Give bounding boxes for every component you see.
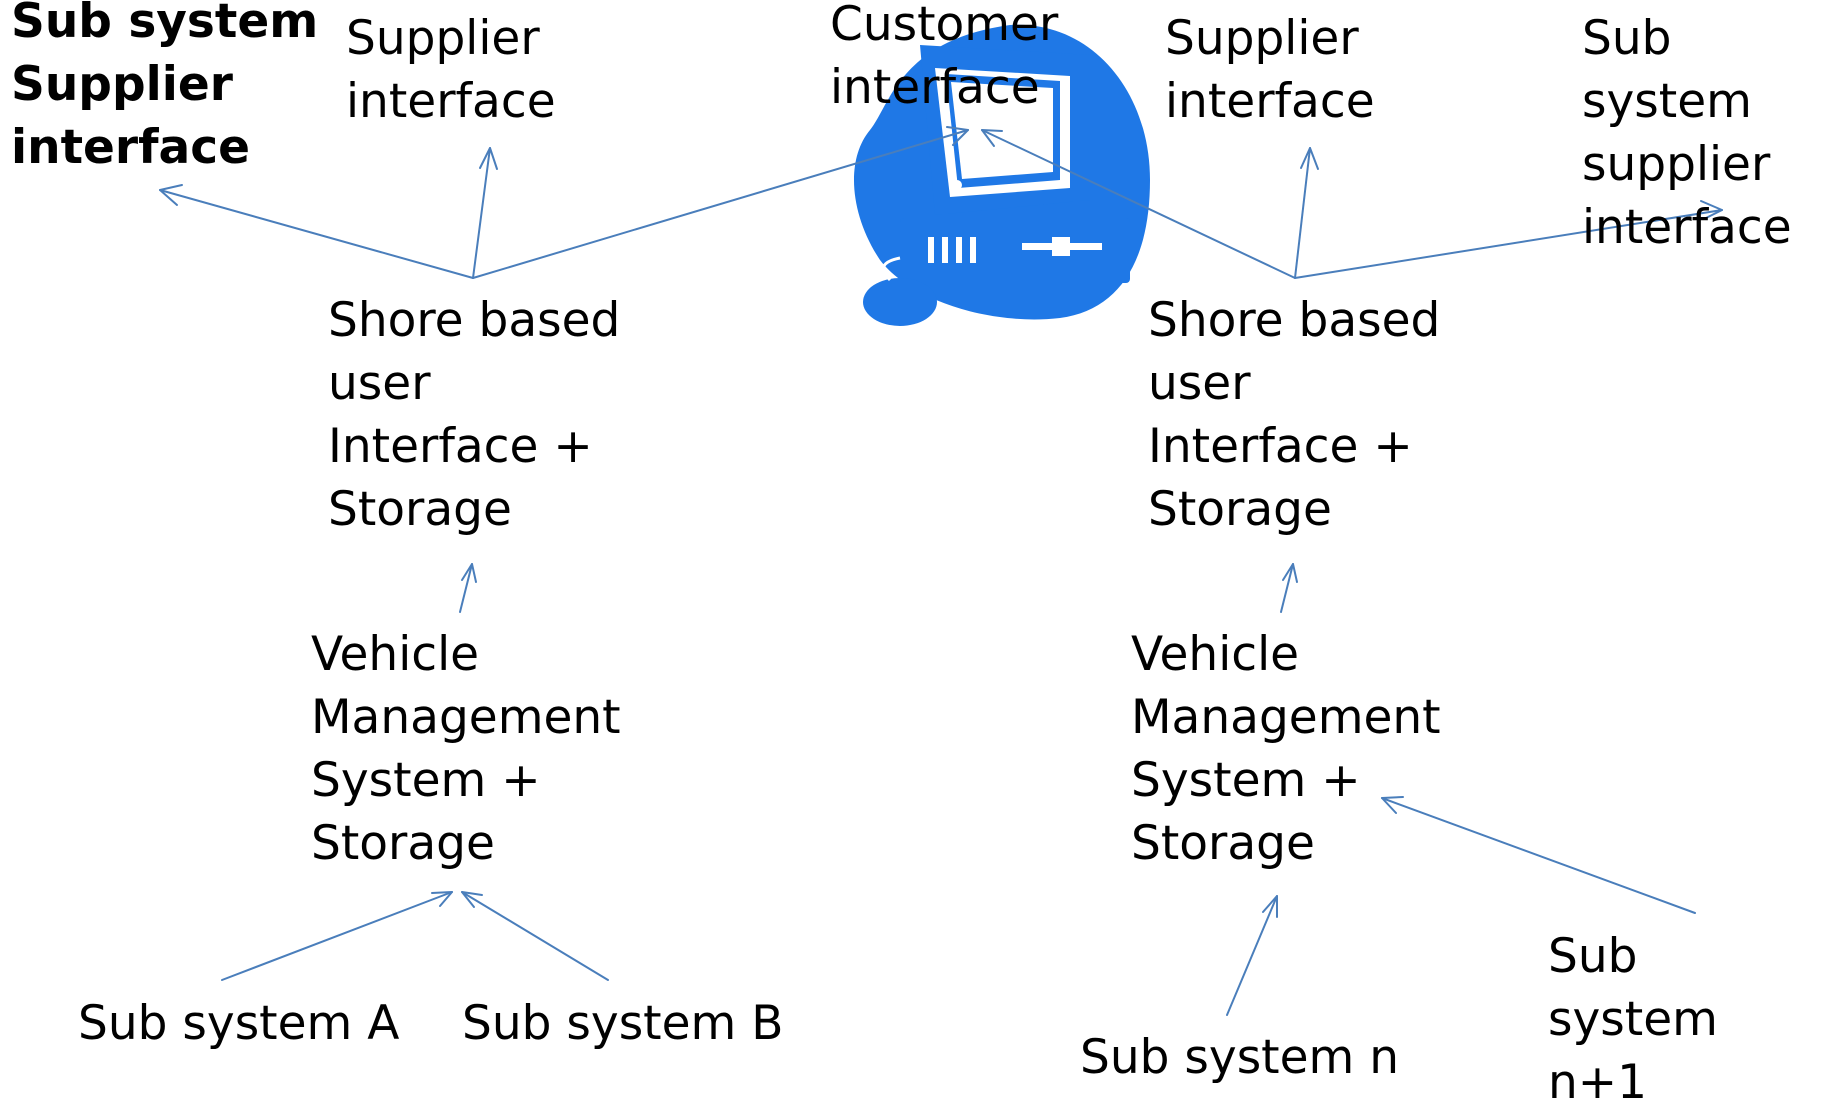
arrow-to-subsystem-supplier-right: [1294, 209, 1723, 279]
arrow-to-supplier-left: [472, 147, 491, 279]
subsystem-a-label: Sub system A: [78, 996, 400, 1051]
arrow-vms-to-shore-right: [1280, 563, 1294, 613]
vehicle-management-system-left: Vehicle Management System + Storage: [311, 627, 621, 871]
arrow-to-supplier-right: [1294, 147, 1311, 279]
supplier-interface-right-label: Supplier interface: [1165, 11, 1375, 129]
diagram-canvas: Sub system Supplier interface Supplier i…: [11, 0, 1792, 1110]
arrow-vms-to-shore-left: [459, 563, 473, 613]
arrow-subsystem-n1-to-vms: [1381, 797, 1696, 914]
arrow-subsystem-b-to-vms: [461, 891, 609, 981]
arrow-to-customer-from-left: [472, 129, 969, 279]
vehicle-management-system-right: Vehicle Management System + Storage: [1131, 627, 1441, 871]
subsystem-supplier-interface-right-label: Sub system supplier interface: [1582, 11, 1792, 255]
subsystem-b-label: Sub system B: [462, 996, 784, 1051]
connector-arrows: [159, 126, 1723, 1016]
shore-based-user-interface-right: Shore based user Interface + Storage: [1148, 293, 1441, 537]
supplier-interface-left-label: Supplier interface: [346, 11, 556, 129]
arrow-subsystem-n-to-vms: [1226, 895, 1278, 1016]
subsystem-supplier-interface-left-label: Sub system Supplier interface: [11, 0, 319, 175]
subsystem-n-label: Sub system n: [1080, 1030, 1400, 1085]
customer-interface-label: Customer interface: [830, 0, 1059, 115]
subsystem-n-plus-1-label: Sub system n+1: [1548, 929, 1718, 1110]
arrow-to-customer-from-right: [981, 129, 1296, 279]
arrow-subsystem-a-to-vms: [221, 891, 453, 981]
shore-based-user-interface-left: Shore based user Interface + Storage: [328, 293, 621, 537]
arrow-to-subsystem-supplier-left: [159, 189, 474, 279]
